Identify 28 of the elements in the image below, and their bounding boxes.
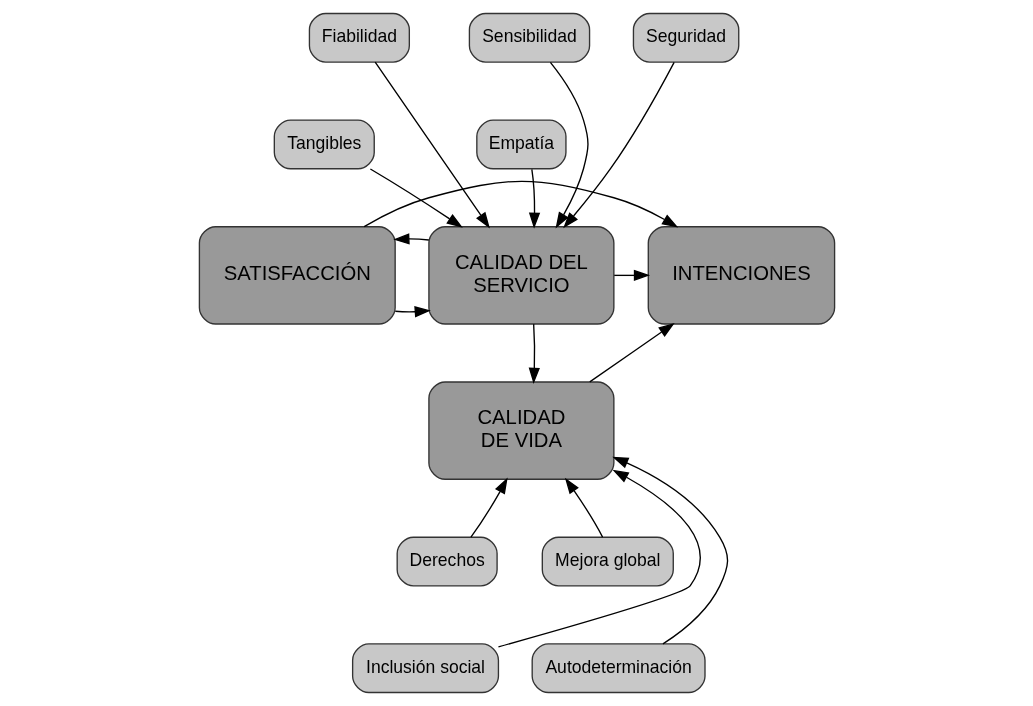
arrow — [562, 61, 675, 229]
arrow — [528, 168, 540, 229]
arrow — [497, 469, 701, 648]
node-box: Derechos — [396, 536, 498, 587]
node-box: INTENCIONES — [647, 226, 835, 325]
arrow — [394, 306, 431, 318]
arrow — [469, 477, 508, 538]
node-box: Seguridad — [632, 12, 739, 63]
node-box: Tangibles — [273, 119, 375, 170]
arrow — [528, 323, 540, 384]
node-box: CALIDAD DE VIDA — [427, 381, 615, 480]
node-box: Inclusión social — [351, 643, 499, 694]
arrow — [613, 269, 650, 282]
arrow — [564, 477, 603, 538]
node-box: SATISFACCIÓN — [198, 226, 396, 325]
arrow — [369, 168, 463, 228]
arrow — [611, 456, 728, 645]
arrow — [374, 61, 490, 229]
node-box: Fiabilidad — [308, 12, 410, 63]
arrow — [588, 323, 675, 383]
arrow — [392, 233, 429, 245]
node-box: Sensibilidad — [468, 12, 590, 63]
node-box: Empatía — [475, 119, 567, 170]
node-box: Mejora global — [541, 536, 674, 587]
arrow — [363, 180, 678, 228]
node-box: CALIDAD DEL SERVICIO — [427, 226, 615, 325]
arrow — [549, 61, 589, 229]
node-box: Autodeterminación — [531, 643, 706, 694]
